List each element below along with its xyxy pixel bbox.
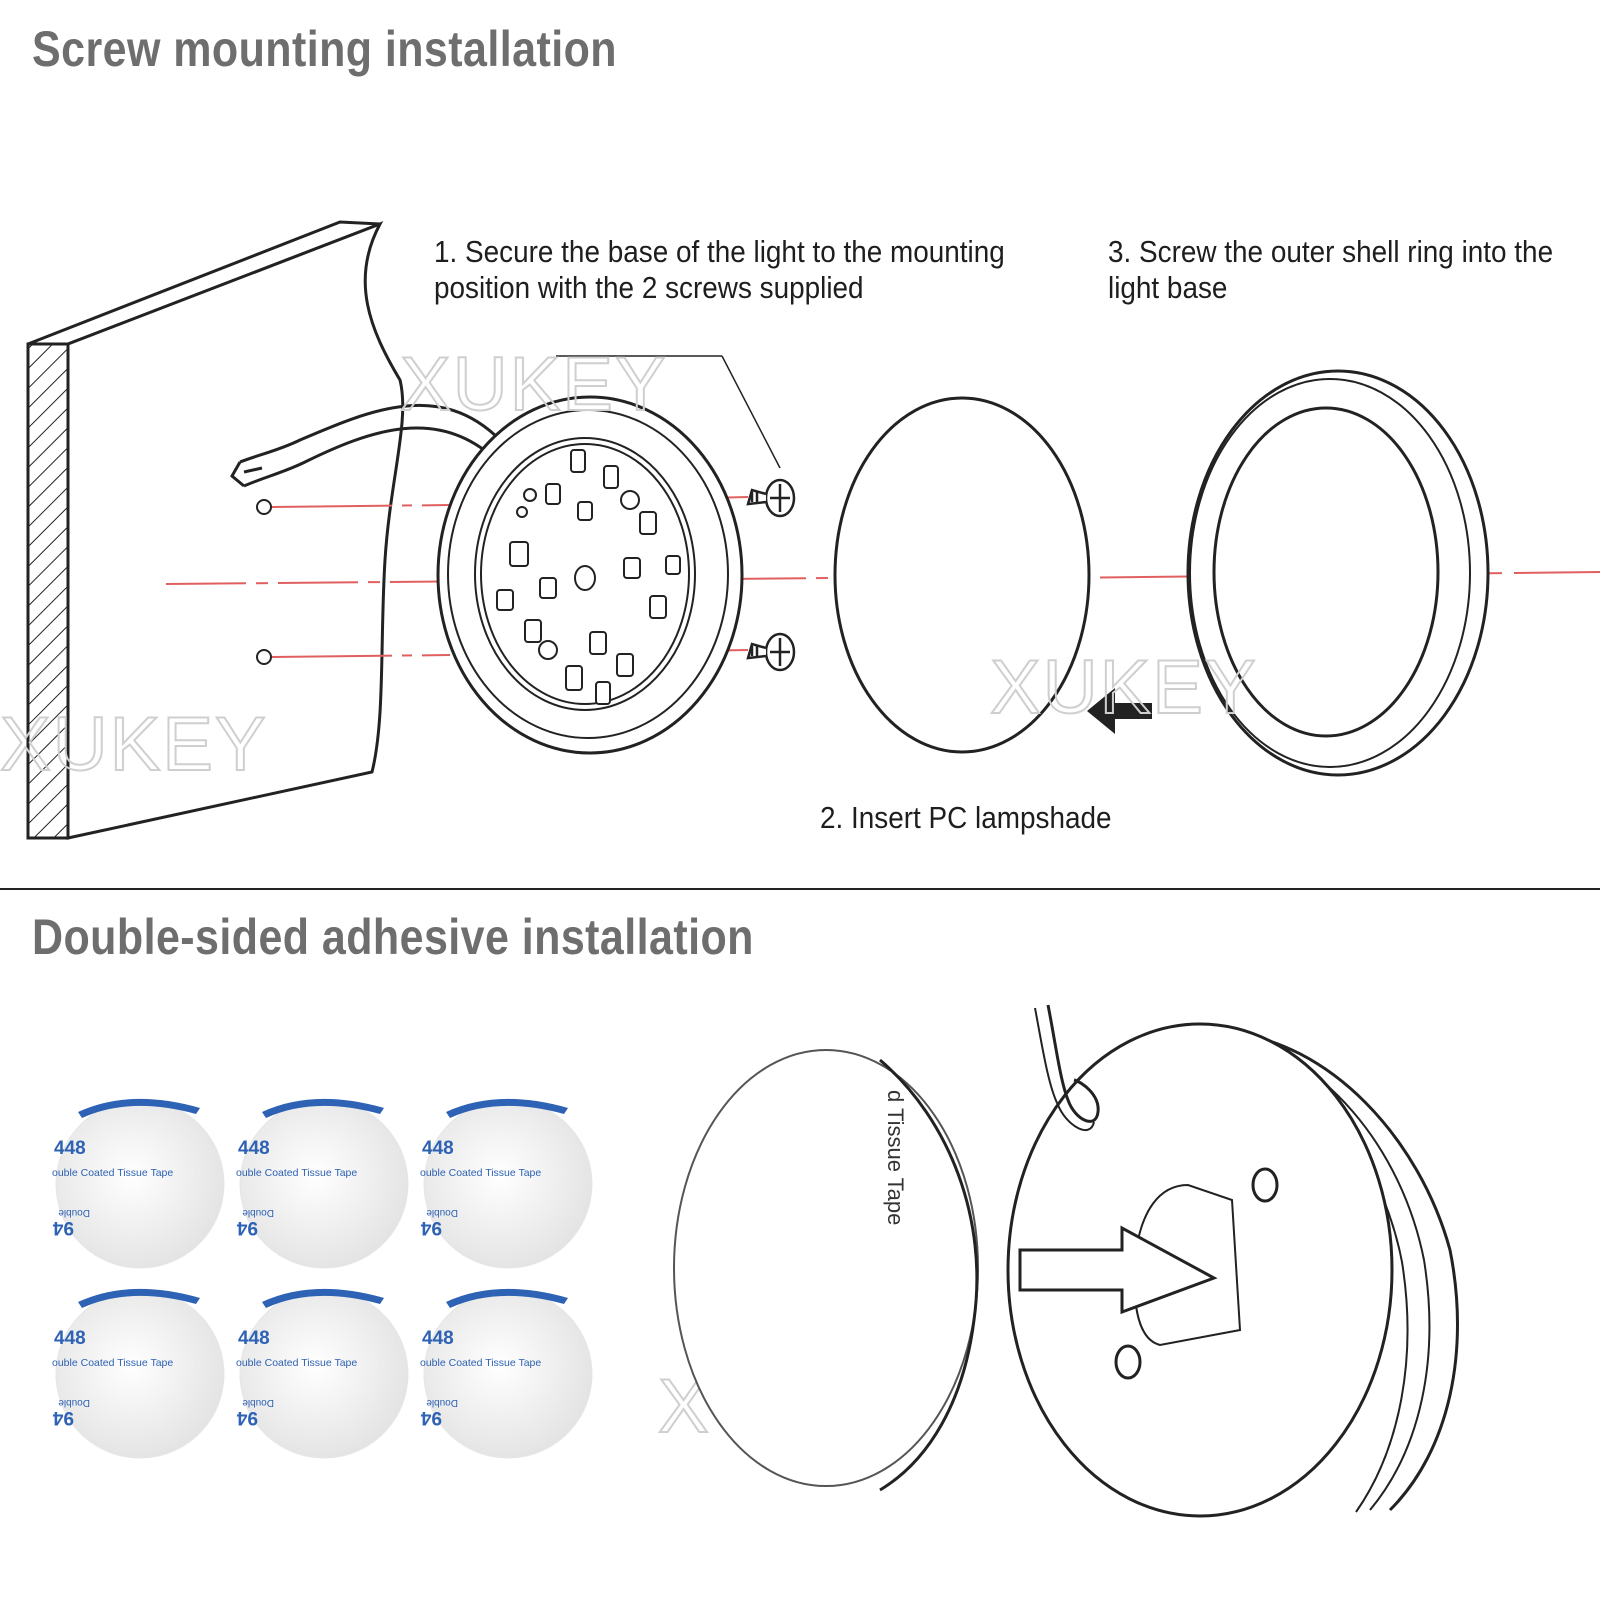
pad-mirrored-text: Double bbox=[58, 1397, 90, 1408]
cable bbox=[230, 403, 502, 488]
outer-ring bbox=[1186, 369, 1490, 777]
pad-mirrored-text: Double bbox=[426, 1397, 458, 1408]
wall-panel bbox=[26, 220, 405, 840]
pad-print-band bbox=[446, 1098, 568, 1118]
screw-icon bbox=[556, 355, 796, 518]
pad-mirrored-number: 94 bbox=[420, 1407, 442, 1428]
pad-print-band bbox=[78, 1288, 200, 1308]
pad-disc bbox=[423, 1099, 593, 1269]
watermark: XUKEY bbox=[400, 342, 668, 427]
screw-icon bbox=[746, 632, 796, 672]
pad-disc bbox=[239, 1289, 409, 1459]
pad-number: 448 bbox=[422, 1138, 454, 1159]
watermark: XUKEY bbox=[0, 702, 268, 787]
pad-mirrored-number: 94 bbox=[236, 1407, 258, 1428]
pad-mirrored-number: 94 bbox=[420, 1217, 442, 1238]
arrow-right-icon bbox=[1018, 1225, 1218, 1315]
pad-text: ouble Coated Tissue Tape bbox=[236, 1167, 357, 1179]
step-1-caption: 1. Secure the base of the light to the m… bbox=[434, 234, 1005, 305]
pad-disc bbox=[423, 1289, 593, 1459]
pad-number: 448 bbox=[422, 1328, 454, 1349]
pad-mirrored-text: Double bbox=[426, 1207, 458, 1218]
adhesive-section-title: Double-sided adhesive installation bbox=[32, 909, 754, 965]
step-3-caption: 3. Screw the outer shell ring into the l… bbox=[1108, 234, 1554, 305]
pad-mirrored-number: 94 bbox=[236, 1217, 258, 1238]
lampshade bbox=[833, 396, 1091, 754]
pad-print-band bbox=[78, 1098, 200, 1118]
pad-disc bbox=[55, 1289, 225, 1459]
pad-number: 448 bbox=[54, 1138, 86, 1159]
pad-print-band bbox=[262, 1098, 384, 1118]
pad-text: ouble Coated Tissue Tape bbox=[420, 1357, 541, 1369]
pad-mirrored-text: Double bbox=[58, 1207, 90, 1218]
light-base bbox=[436, 395, 744, 755]
pad-print-band bbox=[446, 1288, 568, 1308]
step-2-caption: 2. Insert PC lampshade bbox=[820, 800, 1112, 835]
pad-mirrored-number: 94 bbox=[52, 1217, 74, 1238]
adhesive-backing: d Tissue Tape bbox=[673, 1049, 979, 1492]
pad-text: ouble Coated Tissue Tape bbox=[52, 1167, 173, 1179]
arrow-left-icon bbox=[1087, 688, 1152, 734]
pad-mirrored-number: 94 bbox=[52, 1407, 74, 1428]
backing-text: d Tissue Tape bbox=[883, 1090, 908, 1225]
pad-print-band bbox=[262, 1288, 384, 1308]
pad-text: ouble Coated Tissue Tape bbox=[236, 1357, 357, 1369]
pad-text: ouble Coated Tissue Tape bbox=[420, 1167, 541, 1179]
screw-section-title: Screw mounting installation bbox=[32, 21, 618, 77]
pad-mirrored-text: Double bbox=[242, 1397, 274, 1408]
pad-number: 448 bbox=[54, 1328, 86, 1349]
pad-text: ouble Coated Tissue Tape bbox=[52, 1357, 173, 1369]
pad-disc bbox=[239, 1099, 409, 1269]
pad-number: 448 bbox=[238, 1328, 270, 1349]
watermark: XUKEY bbox=[990, 645, 1258, 730]
section-divider bbox=[0, 888, 1600, 890]
pad-number: 448 bbox=[238, 1138, 270, 1159]
pad-mirrored-text: Double bbox=[242, 1207, 274, 1218]
pad-disc bbox=[55, 1099, 225, 1269]
